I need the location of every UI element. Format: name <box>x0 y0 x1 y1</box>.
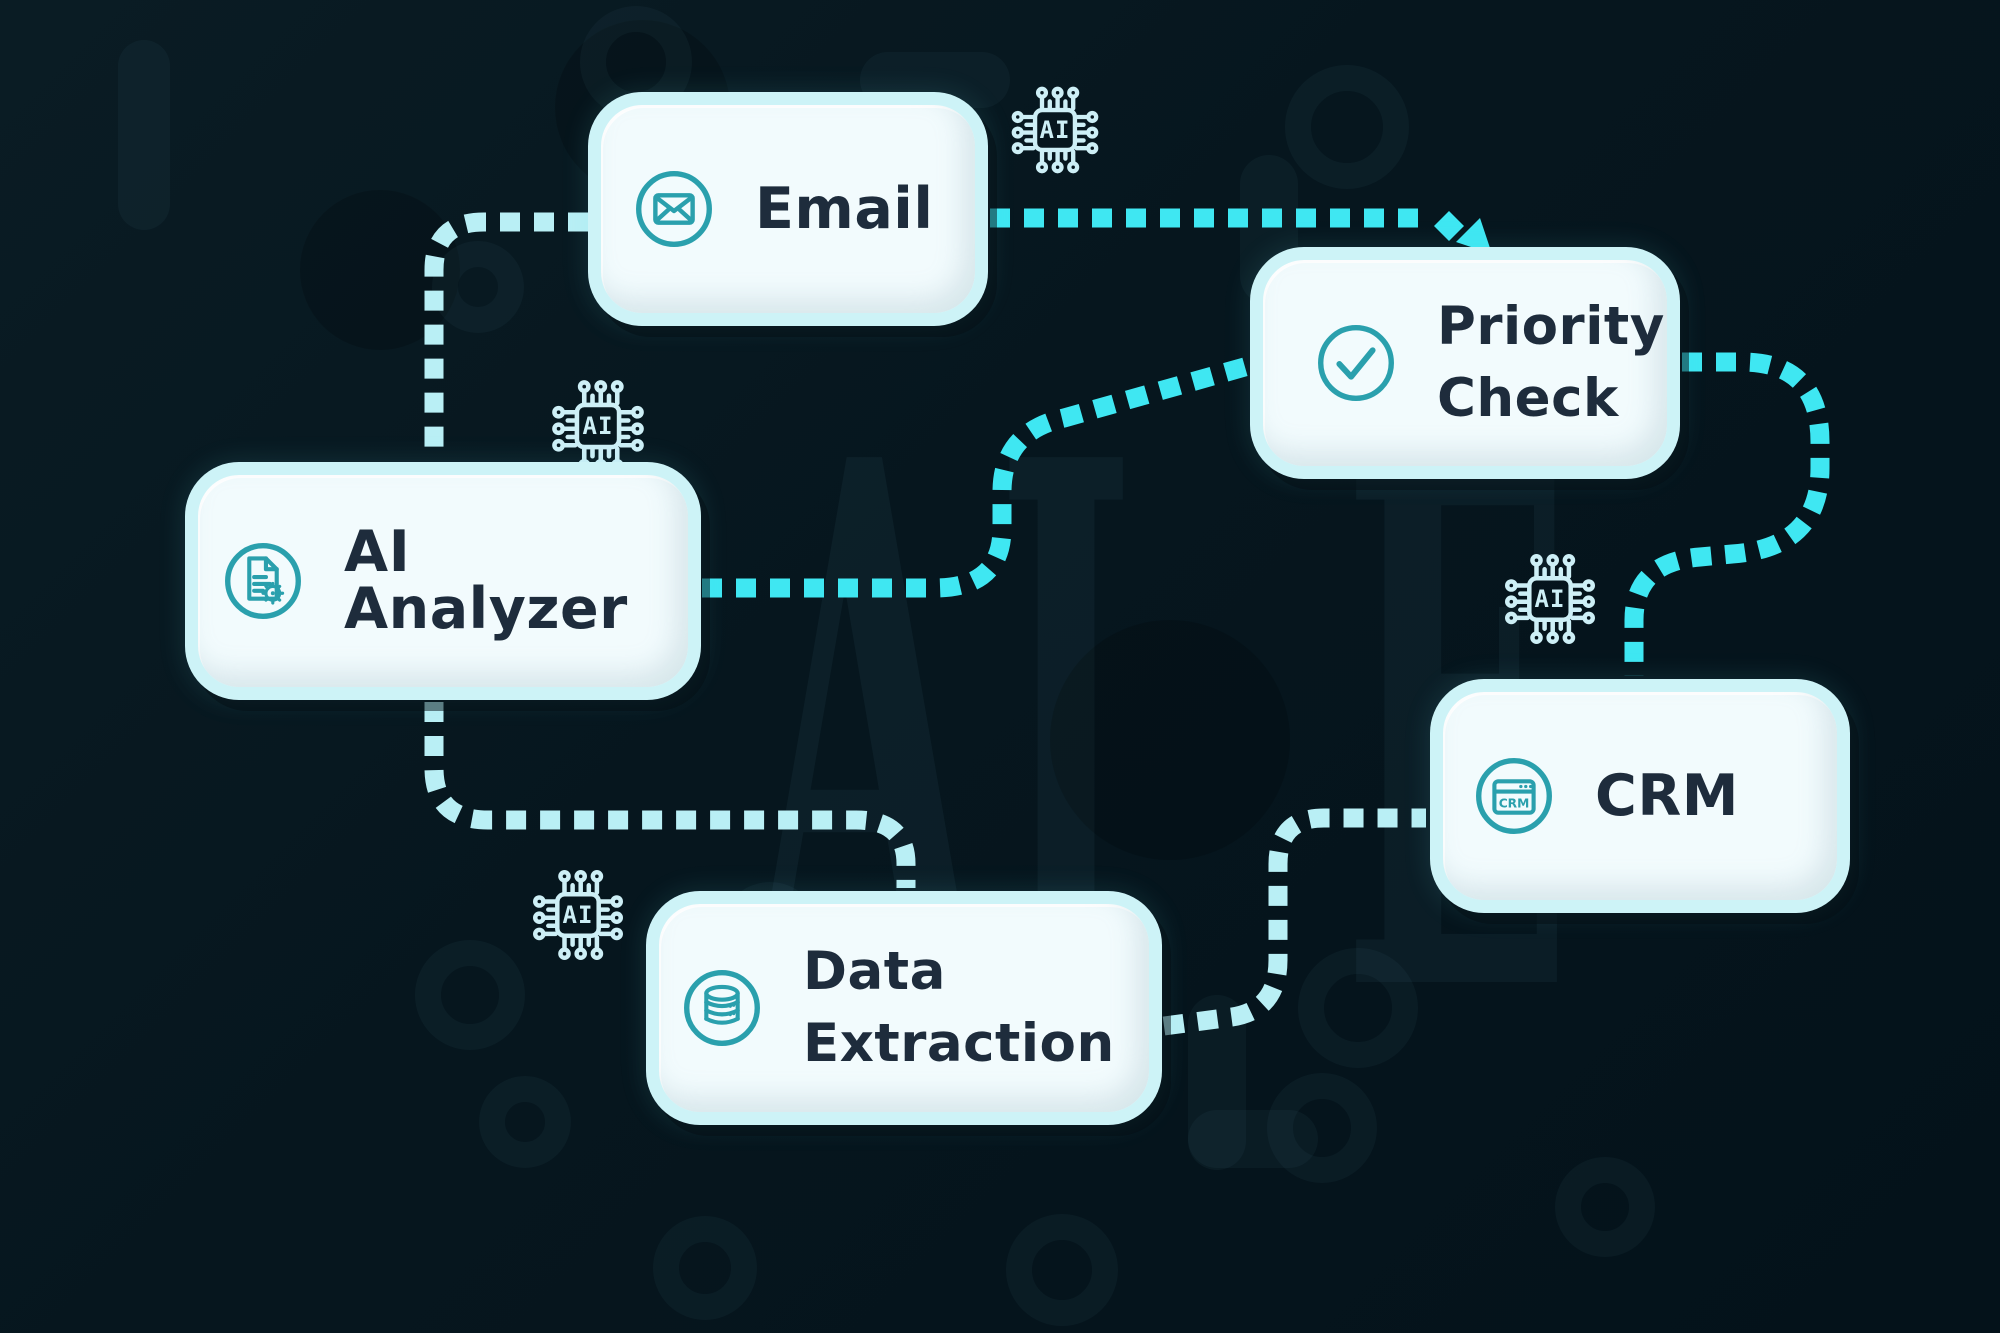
ai-chip-label: AI <box>582 412 614 440</box>
connection-analyzer-priority <box>702 356 1251 598</box>
ai-chip-label: AI <box>1534 585 1566 613</box>
pcb-ring-decoration <box>432 241 524 333</box>
arrowhead-icon <box>1456 218 1492 254</box>
node-ai-analyzer: AI Analyzer <box>185 462 701 700</box>
node-email-label: Email <box>755 175 934 242</box>
database-icon <box>673 959 771 1057</box>
ai-chip-label: AI <box>562 901 594 929</box>
envelope-icon <box>625 160 723 258</box>
document-gear-icon <box>214 532 312 630</box>
check-circle-icon <box>1307 314 1405 412</box>
connection-priority-crm <box>1624 352 1830 676</box>
node-data-extraction: Data Extraction <box>646 891 1162 1125</box>
pcb-blob-decoration <box>1050 620 1290 860</box>
ai-chip-label: AI <box>1039 116 1071 144</box>
label-line: Check <box>1437 368 1619 429</box>
node-priority-check: Priority Check <box>1250 247 1680 479</box>
node-email: Email <box>588 92 988 326</box>
label-line: Data <box>803 940 946 1002</box>
connection-data-crm <box>1162 808 1426 1036</box>
ai-chip-icon: AI <box>1003 78 1107 182</box>
arrow-diamond-dash <box>1434 211 1464 241</box>
connection-analyzer-data <box>424 702 916 888</box>
ai-chip-icon: AI <box>543 371 653 481</box>
pcb-trace-decoration <box>118 40 170 230</box>
node-crm: CRM CRM <box>1430 679 1850 913</box>
crm-browser-icon: CRM <box>1465 747 1563 845</box>
node-crm-label: CRM <box>1595 762 1739 829</box>
label-line: Priority <box>1437 295 1665 357</box>
ai-chip-icon: AI <box>524 861 632 969</box>
node-data-extraction-label: Data Extraction <box>803 936 1115 1080</box>
node-priority-check-label: Priority Check <box>1437 291 1665 435</box>
pcb-trace-decoration <box>1188 1110 1318 1168</box>
connection-email-analyzer <box>424 212 588 460</box>
label-line: Extraction <box>803 1013 1115 1074</box>
crm-icon-text: CRM <box>1499 796 1530 810</box>
ai-chip-icon: AI <box>1496 545 1604 653</box>
pcb-ring-decoration <box>1555 1157 1655 1257</box>
node-ai-analyzer-label: AI Analyzer <box>344 519 628 642</box>
